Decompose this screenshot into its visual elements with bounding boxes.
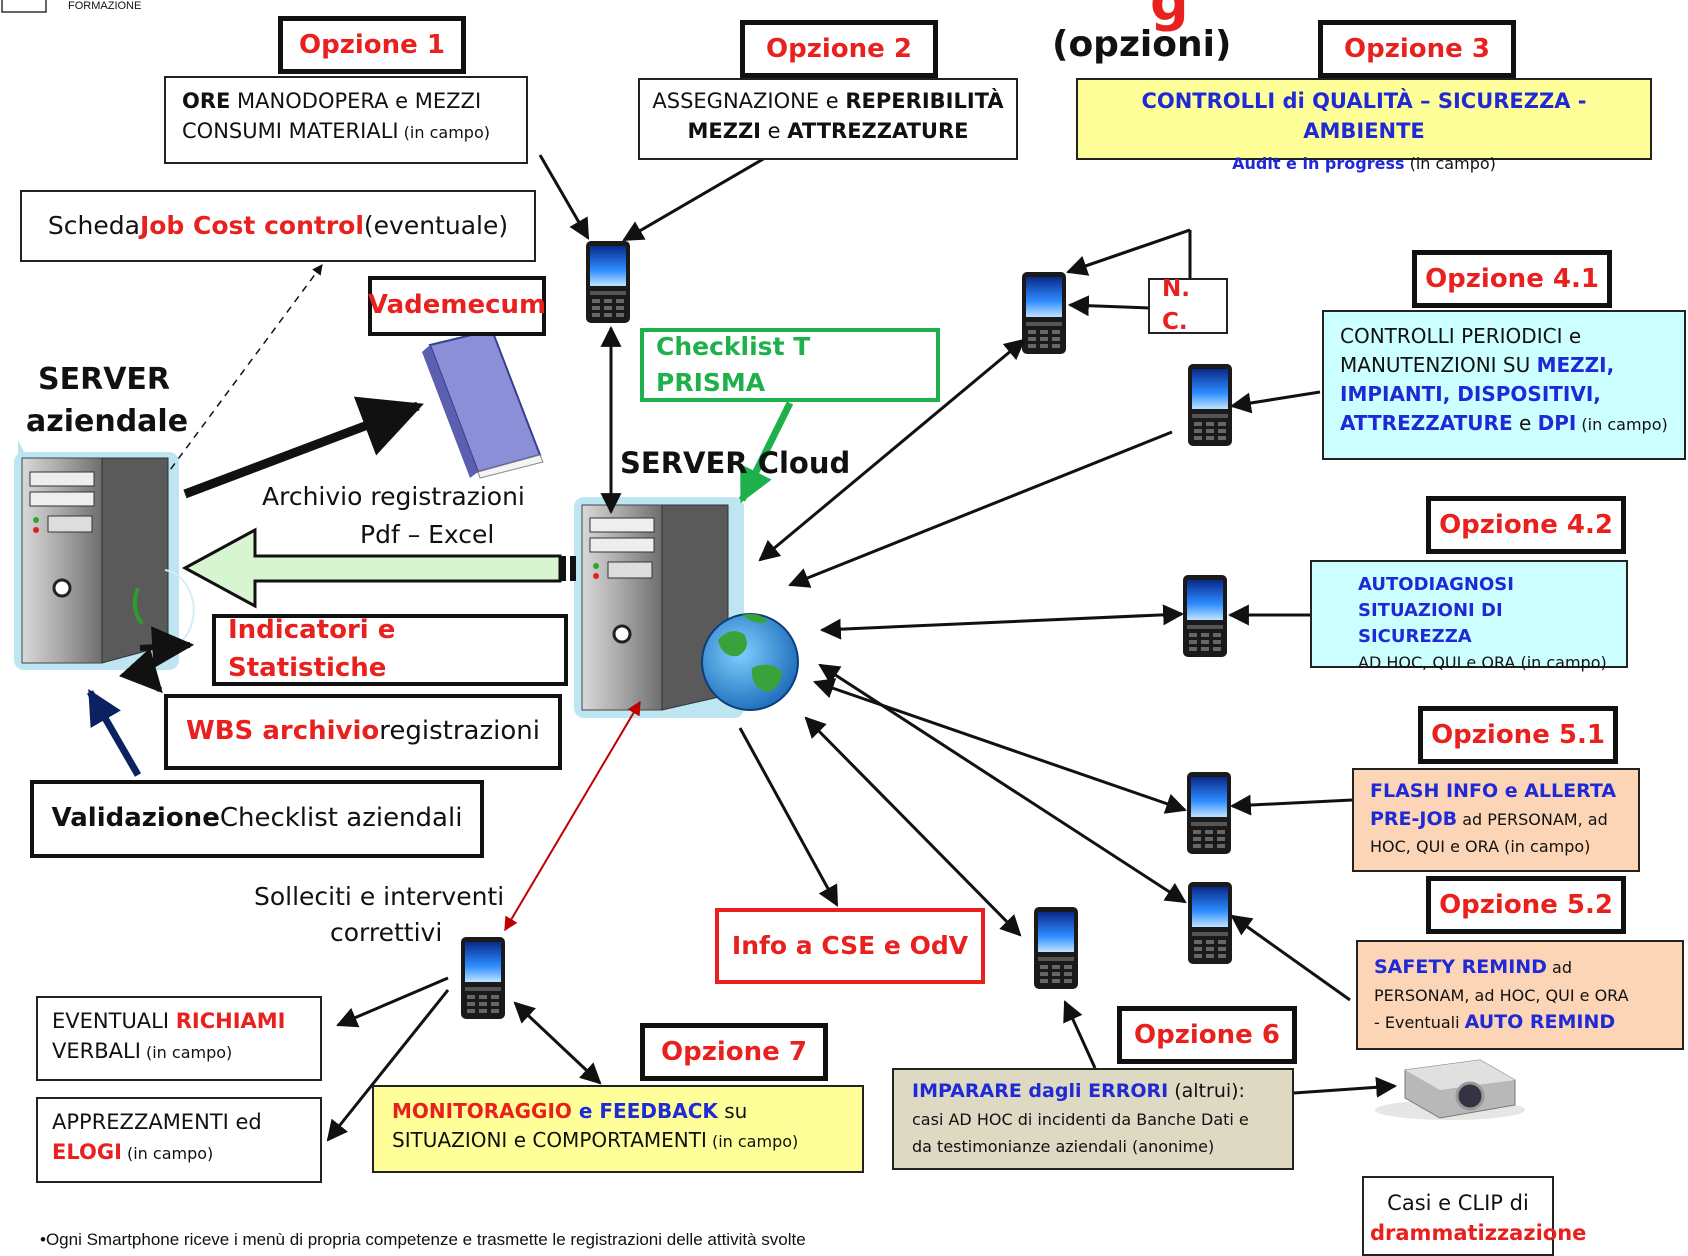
solleciti-label-line1: Solleciti e interventi [254, 882, 505, 911]
box-info-cse: Info a CSE e OdV [715, 908, 985, 984]
solleciti-label-line2: correttivi [330, 918, 443, 947]
option-3-header: Opzione 3 [1318, 20, 1516, 78]
smartphone-icon-opz52 [1188, 882, 1232, 964]
smartphone-icon-opz6 [1034, 907, 1078, 989]
connectors [119, 154, 1398, 1142]
option-2-header: Opzione 2 [740, 20, 938, 78]
box-option-42: AUTODIAGNOSI SITUAZIONI DI SICUREZZA AD … [1310, 560, 1628, 672]
box-validazione: Validazione Checklist aziendali [30, 780, 484, 858]
option-52-header: Opzione 5.2 [1426, 876, 1626, 934]
archivio-label-line2: Pdf – Excel [360, 520, 495, 549]
option-42-header: Opzione 4.2 [1426, 496, 1626, 554]
server-cloud-label: SERVER Cloud [620, 446, 851, 480]
box-casi-clip: Casi e CLIP di drammatizzazione [1362, 1176, 1586, 1256]
title-fragment: g [1150, 0, 1189, 33]
smartphone-icon-opz3 [1022, 272, 1066, 354]
archivio-label-line1: Archivio registrazioni [262, 482, 525, 511]
smartphone-icon-opz7 [461, 937, 505, 1019]
server-icon-aziendale [14, 440, 195, 670]
page-subtitle: (opzioni) [1052, 24, 1232, 65]
book-icon [422, 328, 544, 479]
box-option-2: ASSEGNAZIONE e REPERIBILITÀ MEZZI e ATTR… [638, 78, 1018, 160]
option-6-header: Opzione 6 [1117, 1006, 1297, 1064]
arrow-to-vademecum [183, 396, 424, 499]
option-41-header: Opzione 4.1 [1412, 250, 1612, 308]
box-option-6: IMPARARE dagli ERRORI (altrui): casi AD … [892, 1068, 1294, 1170]
red-corrective-link [504, 700, 641, 932]
smartphone-icon-opz42 [1183, 575, 1227, 657]
box-checklist-prisma: Checklist T PRISMA [640, 328, 940, 402]
validation-arrow [86, 688, 142, 777]
server-aziendale-label-line1: SERVER [38, 362, 171, 397]
box-option-7: MONITORAGGIO e FEEDBACK su SITUAZIONI e … [372, 1085, 864, 1173]
box-option-3: CONTROLLI di QUALITÀ – SICUREZZA - AMBIE… [1076, 78, 1652, 173]
option-1-header: Opzione 1 [278, 16, 466, 74]
server-aziendale-label-line2: aziendale [26, 404, 189, 439]
smartphone-icon-opz2 [586, 241, 630, 323]
box-richiami: EVENTUALI RICHIAMI VERBALI (in campo) [36, 996, 322, 1081]
box-option-52: SAFETY REMIND ad PERSONAM, ad HOC, QUI e… [1356, 940, 1684, 1050]
projector-icon [1375, 1059, 1525, 1120]
box-job-cost: Scheda Job Cost control (eventuale) [20, 190, 536, 262]
dashed-jobcost-link [169, 264, 323, 471]
smartphone-icon-opz41 [1188, 364, 1232, 446]
box-option-51: FLASH INFO e ALLERTA PRE-JOB ad PERSONAM… [1352, 768, 1640, 872]
option-7-header: Opzione 7 [640, 1023, 828, 1081]
globe-icon [701, 613, 799, 711]
box-wbs-archivio: WBS archivio registrazioni [164, 694, 562, 770]
box-indicatori: Indicatori e Statistiche [212, 614, 568, 686]
logo-text: FORMAZIONE [68, 0, 142, 12]
box-vademecum: Vademecum [368, 276, 546, 336]
box-option-41: CONTROLLI PERIODICI e MANUTENZIONI SU ME… [1322, 310, 1686, 460]
box-apprezzamenti: APPREZZAMENTI ed ELOGI (in campo) [36, 1097, 322, 1183]
logo-icon [1, 0, 47, 13]
footnote: •Ogni Smartphone riceve i menù di propri… [40, 1230, 806, 1249]
box-nc: N. C. [1148, 276, 1228, 335]
checklist-callout-arrow [738, 401, 794, 504]
option-51-header: Opzione 5.1 [1418, 706, 1618, 764]
box-option-1: ORE MANODOPERA e MEZZI CONSUMI MATERIALI… [164, 76, 528, 164]
smartphone-icon-opz51 [1187, 772, 1231, 854]
